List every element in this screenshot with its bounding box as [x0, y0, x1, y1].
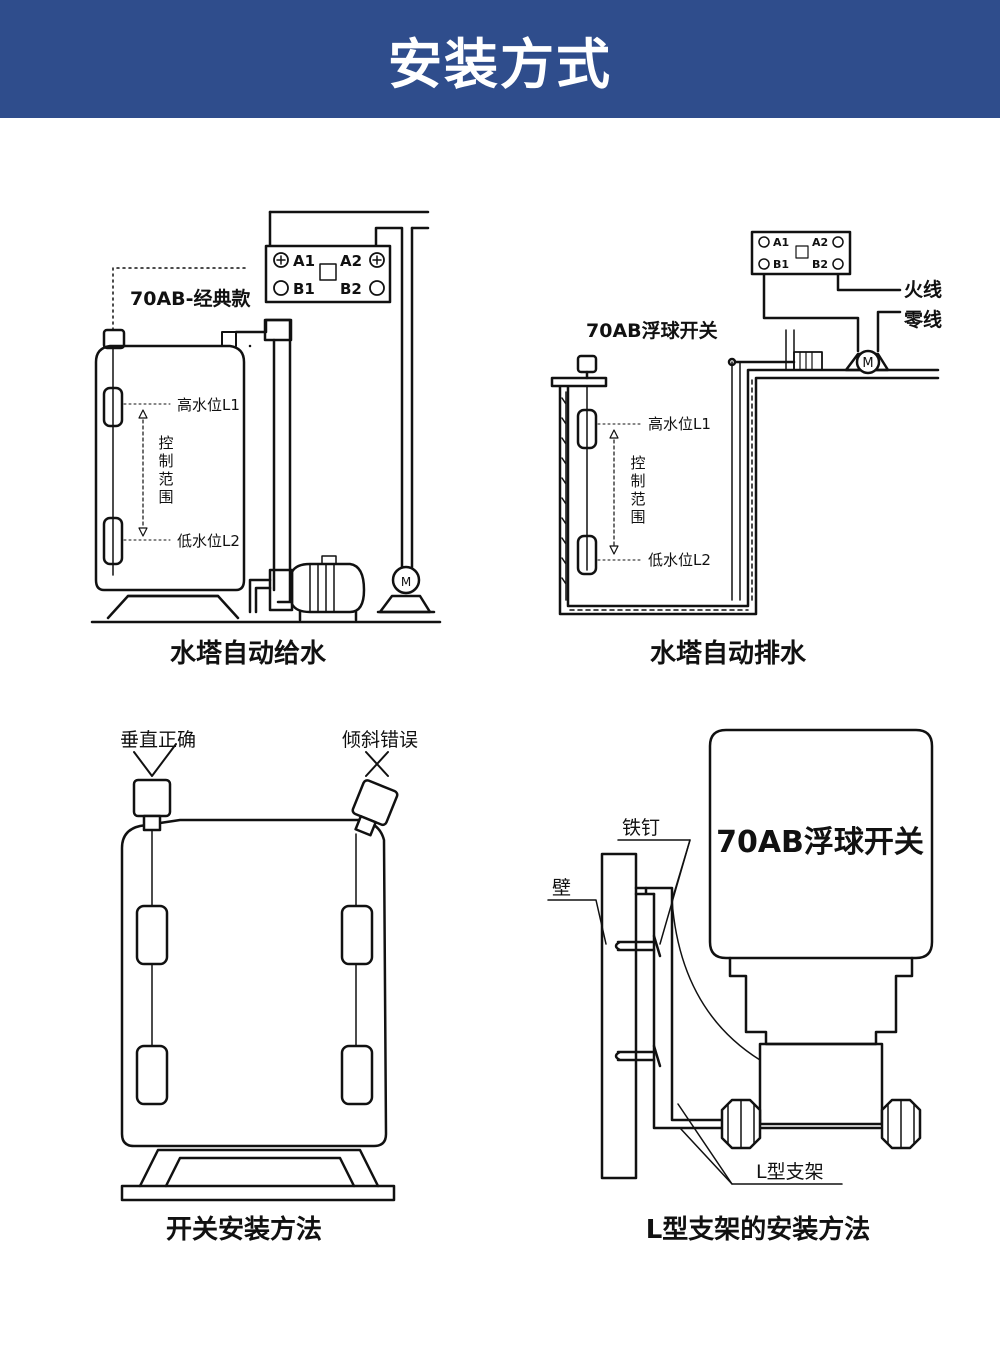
- wrong-label: 倾斜错误: [342, 729, 418, 751]
- motor-label-2: M: [862, 356, 873, 371]
- vertical-upper-float: [135, 904, 169, 966]
- caption-auto-drainage: 水塔自动排水: [650, 638, 807, 669]
- terminal-a2: A2: [340, 252, 362, 270]
- upper-float-2: [576, 408, 598, 450]
- motor-label: M: [401, 575, 411, 589]
- bracket-label: L型支架: [756, 1161, 824, 1183]
- live-wire-label: 火线: [904, 278, 942, 301]
- range-char-2: 制: [158, 452, 173, 470]
- low-level-label: 低水位L2: [177, 532, 240, 550]
- high-level-label-2: 高水位L1: [648, 415, 711, 433]
- cross-icon: [365, 751, 389, 777]
- tilted-upper-float: [340, 904, 374, 966]
- mount-plate: [550, 376, 608, 388]
- panel-l-bracket: 70AB浮球开关 铁钉 壁 L型支架 L型支架的安装方法: [547, 728, 934, 1245]
- switch-body: [758, 1042, 884, 1126]
- upper-float: [102, 386, 124, 428]
- nail-top: [614, 934, 662, 958]
- header-bar: 安装方式: [0, 0, 1000, 118]
- terminal-b2-2: B2: [812, 258, 828, 271]
- panel-switch-installation: 垂直正确 倾斜错误 开关安装方法: [120, 729, 418, 1245]
- l-bracket: [634, 886, 762, 1122]
- range-char-4: 围: [158, 488, 173, 506]
- range-char-2-1: 控: [630, 454, 645, 472]
- terminal-b1-2: B1: [773, 258, 789, 271]
- range-char-2-4: 围: [630, 508, 645, 526]
- wall-label: 壁: [552, 877, 571, 899]
- caption-auto-water-supply: 水塔自动给水: [170, 638, 327, 669]
- model-label: 70AB-经典款: [130, 287, 252, 310]
- range-char-2-3: 范: [630, 490, 645, 508]
- tank-body-3: [120, 818, 388, 1148]
- caption-switch-installation: 开关安装方法: [166, 1214, 322, 1245]
- lower-float-2: [576, 534, 598, 576]
- check-icon: [133, 743, 177, 777]
- switch-head-2: [576, 354, 598, 374]
- motor-icon-2: [855, 349, 881, 375]
- base-plate: [120, 1184, 396, 1202]
- correct-label: 垂直正确: [120, 729, 196, 751]
- nail-bottom: [614, 1044, 662, 1068]
- terminal-b2: B2: [340, 280, 362, 298]
- nail-label: 铁钉: [622, 817, 660, 839]
- water-tank: [94, 344, 246, 592]
- range-char-3: 范: [158, 470, 173, 488]
- switch-head: [102, 328, 126, 350]
- motor-icon: [391, 565, 421, 595]
- tilted-lower-float: [340, 1044, 374, 1106]
- vertical-lower-float: [135, 1044, 169, 1106]
- page-title: 安装方式: [388, 32, 612, 96]
- lower-float: [102, 516, 124, 566]
- signal-cable: [112, 267, 249, 331]
- panel-auto-water-supply: M A1 A2 B1 B2 70AB-经典款 高水位L1 低水位L2 控 制 范…: [90, 210, 442, 669]
- high-level-label: 高水位L1: [177, 396, 240, 414]
- pipe-elbow: [263, 318, 293, 342]
- model-label-2: 70AB浮球开关: [586, 319, 718, 342]
- range-char-2-2: 制: [630, 472, 645, 490]
- switch-label: 70AB浮球开关: [716, 825, 924, 860]
- terminal-a2-2: A2: [812, 236, 828, 249]
- panel-auto-drainage: M A1 A2 B1 B2 火线 零线 70AB浮球开关 高水位L1 低水位L2…: [550, 230, 942, 669]
- installation-diagrams: M A1 A2 B1 B2 70AB-经典款 高水位L1 低水位L2 控 制 范…: [90, 210, 942, 1245]
- switch-housing: [708, 728, 934, 960]
- low-level-label-2: 低水位L2: [648, 551, 711, 569]
- terminal-a1-2: A1: [773, 236, 789, 249]
- terminal-b1: B1: [293, 280, 315, 298]
- pump-motor: [290, 562, 366, 614]
- tank-stand: [106, 594, 240, 620]
- neutral-wire-label: 零线: [903, 308, 942, 331]
- caption-l-bracket: L型支架的安装方法: [646, 1214, 871, 1245]
- terminal-a1: A1: [293, 252, 315, 270]
- range-char-1: 控: [158, 434, 173, 452]
- vertical-switch-head: [132, 778, 172, 818]
- wall: [600, 852, 638, 1180]
